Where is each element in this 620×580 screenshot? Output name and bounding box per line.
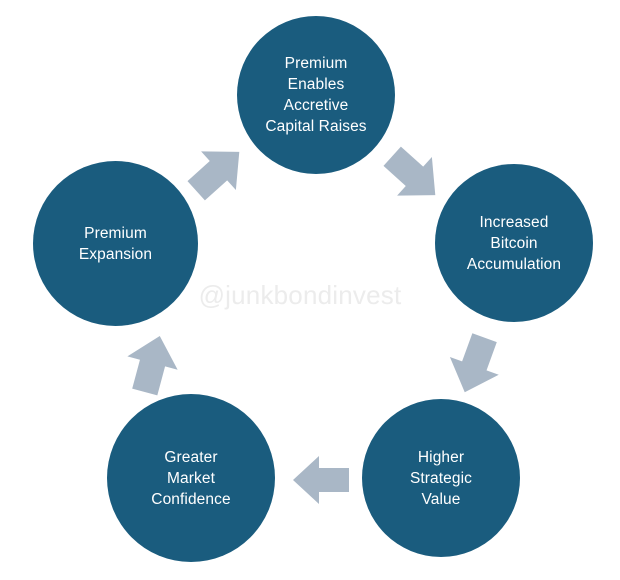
arrow-bitcoin-accumulation-to-strategic-value <box>443 332 507 396</box>
arrow-strategic-value-to-market-confidence <box>288 450 354 510</box>
node-premium-enables-accretive-capital-raises[interactable]: Premium Enables Accretive Capital Raises <box>237 16 395 174</box>
node-label: Premium Enables Accretive Capital Raises <box>265 55 367 135</box>
node-greater-market-confidence[interactable]: Greater Market Confidence <box>107 394 275 562</box>
node-label: Greater Market Confidence <box>151 448 231 508</box>
node-premium-expansion[interactable]: Premium Expansion <box>33 161 198 326</box>
node-higher-strategic-value[interactable]: Higher Strategic Value <box>362 399 520 557</box>
node-label: Premium Expansion <box>78 224 153 263</box>
arrow-market-confidence-to-premium-expansion <box>120 333 184 397</box>
watermark-text: @junkbondinvest <box>198 280 402 310</box>
node-increased-bitcoin-accumulation[interactable]: Increased Bitcoin Accumulation <box>435 164 593 322</box>
node-label: Higher Strategic Value <box>409 448 473 508</box>
node-label: Increased Bitcoin Accumulation <box>466 213 562 273</box>
arrow-premium-expansion-to-capital-raises <box>185 140 249 204</box>
watermark: @junkbondinvest <box>0 280 620 310</box>
arrow-capital-raises-to-bitcoin-accumulation <box>381 143 445 207</box>
